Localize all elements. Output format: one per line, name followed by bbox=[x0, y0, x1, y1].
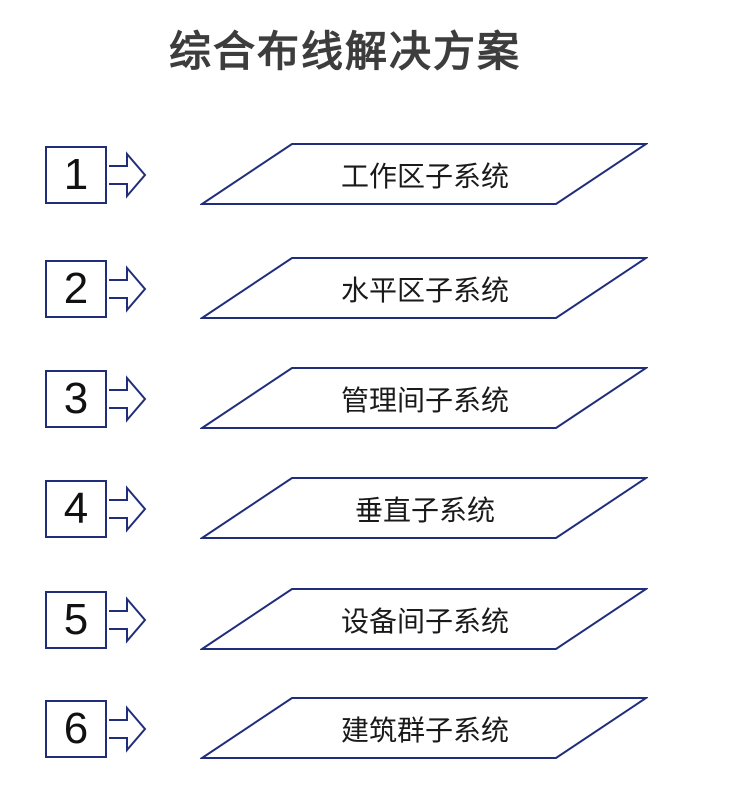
right-outline-arrow-icon bbox=[109, 151, 147, 199]
parallelogram-shape bbox=[200, 588, 648, 650]
step-label: 水平区子系统 bbox=[340, 274, 509, 307]
step-number-box: 4 bbox=[45, 480, 107, 538]
diagram-title: 综合布线解决方案 bbox=[168, 27, 521, 76]
step-row-4: 4 垂直子系统 bbox=[0, 477, 730, 550]
step-number-box: 2 bbox=[45, 260, 107, 318]
step-label: 工作区子系统 bbox=[340, 160, 509, 193]
parallelogram-shape bbox=[200, 367, 648, 429]
parallelogram-shape bbox=[200, 257, 648, 319]
step-number-box: 5 bbox=[45, 591, 107, 649]
step-row-2: 2 水平区子系统 bbox=[0, 257, 730, 330]
step-row-1: 1 工作区子系统 bbox=[0, 143, 730, 216]
step-label: 建筑群子系统 bbox=[340, 714, 509, 747]
step-row-5: 5 设备间子系统 bbox=[0, 588, 730, 661]
step-row-6: 6 建筑群子系统 bbox=[0, 697, 730, 770]
right-outline-arrow-icon bbox=[109, 705, 147, 753]
step-label: 管理间子系统 bbox=[340, 384, 509, 417]
right-outline-arrow-icon bbox=[109, 265, 147, 313]
step-number-box: 3 bbox=[45, 370, 107, 428]
step-label: 设备间子系统 bbox=[340, 605, 509, 638]
right-outline-arrow-icon bbox=[109, 596, 147, 644]
parallelogram-shape bbox=[200, 477, 648, 539]
parallelogram-shape bbox=[200, 697, 648, 759]
step-number-box: 6 bbox=[45, 700, 107, 758]
step-row-3: 3 管理间子系统 bbox=[0, 367, 730, 440]
step-label: 垂直子系统 bbox=[354, 494, 495, 527]
right-outline-arrow-icon bbox=[109, 375, 147, 423]
parallelogram-shape bbox=[200, 143, 648, 205]
step-number-box: 1 bbox=[45, 146, 107, 204]
right-outline-arrow-icon bbox=[109, 485, 147, 533]
